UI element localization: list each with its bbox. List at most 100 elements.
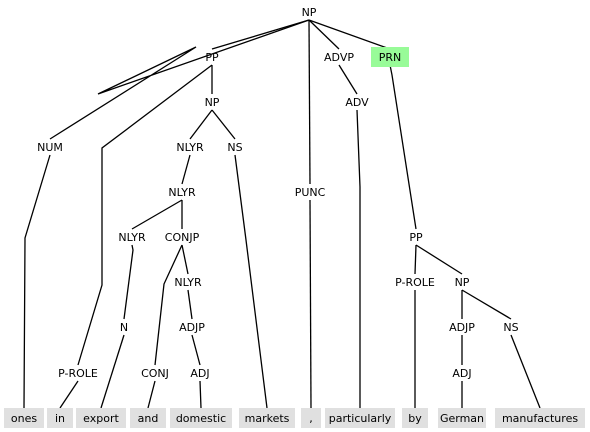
node-adv: ADV	[345, 96, 369, 109]
node-np: NP	[302, 6, 317, 19]
node-pp: PP	[205, 51, 219, 64]
token-box	[402, 408, 428, 428]
node-ns: NS	[503, 321, 518, 334]
token-1: in	[47, 408, 73, 428]
token-box	[301, 408, 321, 428]
edge-n0-n_prn	[308, 19, 391, 50]
token-6: ,	[301, 408, 321, 428]
token-8: by	[402, 408, 428, 428]
token-box	[325, 408, 395, 428]
node-nlyr: NLYR	[174, 276, 202, 289]
node-pp: PP	[409, 231, 423, 244]
token-2: export	[76, 408, 126, 428]
edge-n_np1-n_nlyr1	[189, 109, 213, 140]
node-label: N	[120, 321, 128, 334]
token-box	[438, 408, 486, 428]
edge-n_np1-n_ns1	[211, 109, 236, 140]
edge-n_punc-t6	[309, 199, 312, 409]
edge-n_ns1-t5	[234, 154, 268, 409]
token-4: domestic	[170, 408, 232, 428]
token-row: ones in export and domestic markets, particula…	[4, 408, 585, 428]
token-box	[495, 408, 585, 428]
edge-n_conj-t3	[147, 380, 156, 409]
node-label: NP	[302, 6, 317, 19]
node-num: NUM	[37, 141, 63, 154]
tree-nodes: NP NUM PP P-ROLE NP NLYR NLYR NLYR N CONJP CONJ NLY…	[37, 6, 519, 380]
node-adjp: ADJP	[179, 321, 205, 334]
node-label: P-ROLE	[395, 276, 435, 289]
edge-n0-n_num	[49, 19, 310, 140]
edge-n_nlyr3-n_n	[123, 244, 134, 320]
edge-n_np2-n_ns2	[461, 289, 512, 320]
node-label: ADV	[345, 96, 369, 109]
node-ns: NS	[227, 141, 242, 154]
token-text: ones	[11, 412, 37, 425]
node-punc: PUNC	[295, 186, 326, 199]
node-nlyr: NLYR	[176, 141, 204, 154]
token-3: and	[130, 408, 166, 428]
node-label: NLYR	[174, 276, 202, 289]
token-text: by	[408, 412, 422, 425]
node-label: ADJP	[179, 321, 205, 334]
node-label: NS	[503, 321, 518, 334]
node-prn: PRN	[371, 47, 409, 67]
node-label: NS	[227, 141, 242, 154]
token-text: German	[440, 412, 484, 425]
token-text: manufactures	[502, 412, 578, 425]
token-text: particularly	[329, 412, 392, 425]
node-np: NP	[455, 276, 470, 289]
edge-n_nlyr4-n_adjp1	[187, 289, 193, 320]
edge-n_advp-n_adv	[338, 64, 358, 95]
node-np: NP	[205, 96, 220, 109]
edge-n_n-t2	[100, 334, 125, 409]
edge-n_conjp-n_conj	[154, 244, 183, 366]
token-box	[76, 408, 126, 428]
edge-n_adjp1-n_adj1	[191, 334, 201, 366]
node-label: CONJ	[141, 367, 169, 380]
token-5: markets	[239, 408, 295, 428]
token-box	[239, 408, 295, 428]
token-text: markets	[245, 412, 290, 425]
token-box	[130, 408, 166, 428]
node-nlyr: NLYR	[168, 186, 196, 199]
node-adj: ADJ	[190, 367, 209, 380]
token-0: ones	[4, 408, 44, 428]
node-label: NP	[455, 276, 470, 289]
token-box	[47, 408, 73, 428]
node-label: NP	[205, 96, 220, 109]
token-text: and	[138, 412, 159, 425]
node-highlight	[371, 47, 409, 67]
node-n: N	[120, 321, 128, 334]
token-text: domestic	[176, 412, 226, 425]
token-text: export	[83, 412, 119, 425]
token-7: particularly	[325, 408, 395, 428]
node-p-role: P-ROLE	[58, 367, 98, 380]
node-conjp: CONJP	[165, 231, 200, 244]
edge-n0-n_pp	[211, 19, 310, 50]
node-p-role: P-ROLE	[395, 276, 435, 289]
token-box	[4, 408, 44, 428]
token-text: in	[55, 412, 65, 425]
tree-edges	[23, 19, 541, 409]
node-advp: ADVP	[324, 51, 354, 64]
node-label: PP	[409, 231, 423, 244]
token-text: ,	[309, 412, 313, 425]
node-label: P-ROLE	[58, 367, 98, 380]
token-9: German	[438, 408, 486, 428]
edge-n_num-t0	[23, 154, 51, 409]
node-conj: CONJ	[141, 367, 169, 380]
node-adj: ADJ	[452, 367, 471, 380]
edge-n_nlyr1-n_nlyr2	[181, 154, 191, 185]
edge-n_pp2-n_prole2	[414, 244, 417, 275]
node-label: CONJP	[165, 231, 200, 244]
node-label: PUNC	[295, 186, 326, 199]
node-label: PP	[205, 51, 219, 64]
edge-n_pp-n_prole	[77, 64, 213, 366]
edge-n_adv-t7	[356, 109, 361, 408]
edge-n_ns2-t10	[510, 334, 541, 409]
node-label: NUM	[37, 141, 63, 154]
edge-n_pp2-n_np2	[415, 244, 463, 275]
node-label: ADVP	[324, 51, 354, 64]
node-label: NLYR	[118, 231, 146, 244]
node-label: ADJ	[452, 367, 471, 380]
